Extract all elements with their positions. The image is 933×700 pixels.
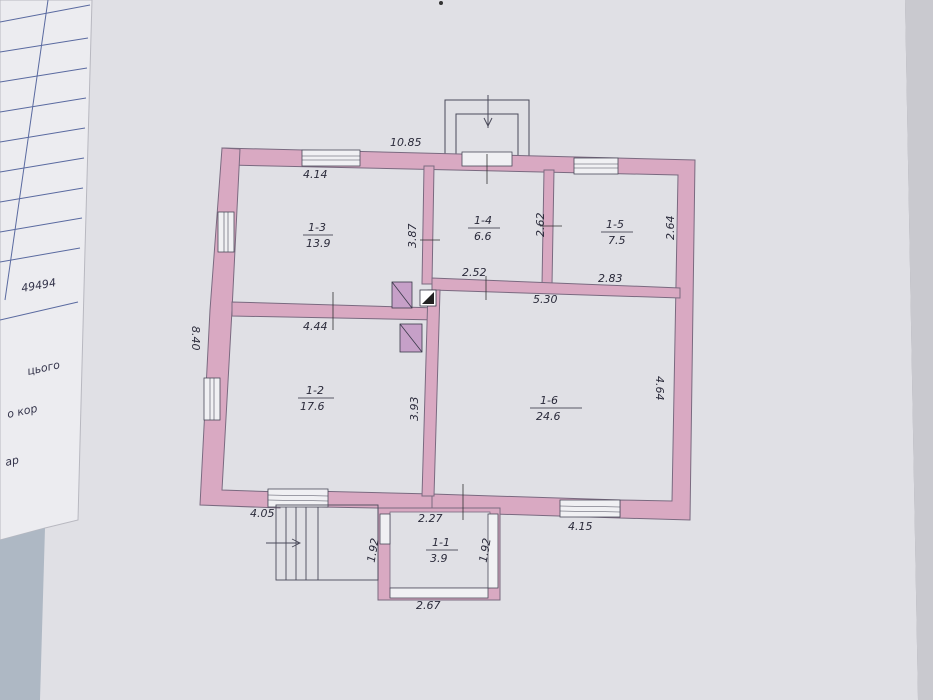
dim-bottom-right: 4.15 <box>568 520 593 533</box>
side-page-text-2: о кор <box>6 402 39 421</box>
room-1-1-area: 3.9 <box>430 552 448 565</box>
window-top-1-5 <box>573 157 619 175</box>
room-1-3-area: 13.9 <box>306 237 331 250</box>
room-1-2: 1-2 17.6 <box>298 384 334 413</box>
room-1-5: 1-5 7.5 <box>601 218 633 247</box>
dim-room-1-3-height: 3.87 <box>406 224 419 249</box>
side-page-grid <box>0 0 91 321</box>
porch-window <box>389 587 489 599</box>
side-page-number: 49494 <box>20 276 57 295</box>
dim-porch-right: 1.92 <box>477 537 494 563</box>
room-1-2-id: 1-2 <box>306 384 324 397</box>
dim-room-1-5-height: 2.64 <box>664 216 677 241</box>
room-1-6-area: 24.6 <box>536 410 561 423</box>
steps-arrow-head <box>291 538 302 548</box>
room-1-3-id: 1-3 <box>308 221 326 234</box>
dim-room-1-5-width: 2.83 <box>598 272 623 285</box>
dim-bottom-left: 4.05 <box>250 507 275 520</box>
porch-side-window <box>487 513 499 589</box>
window-mullions <box>209 155 621 513</box>
room-1-2-area: 17.6 <box>300 400 325 413</box>
wall-1-3-1-4 <box>421 165 435 285</box>
window-left-1-3 <box>217 211 235 253</box>
room-1-1-id: 1-1 <box>432 536 450 549</box>
side-page: 49494 цього о кор ар <box>0 0 93 700</box>
entry-steps <box>266 504 379 581</box>
porch-door <box>379 513 391 545</box>
sheet-mark <box>439 1 443 5</box>
window-top-1-3 <box>301 149 361 167</box>
window-bottom-1-6 <box>559 499 621 518</box>
dim-room-1-2-height: 3.93 <box>408 397 421 422</box>
dim-room-1-4-width: 2.52 <box>462 266 487 279</box>
dim-room-1-6-height: 4.64 <box>653 376 666 401</box>
room-1-1: 1-1 3.9 <box>426 536 458 565</box>
dimension-labels: 10.85 4.14 3.87 2.62 2.64 2.52 2.83 5.30… <box>189 136 677 612</box>
windows <box>203 149 621 518</box>
room-1-5-area: 7.5 <box>608 234 626 247</box>
dim-left-height: 8.40 <box>189 326 202 351</box>
entry-arrow-head <box>483 117 493 128</box>
window-left-1-2 <box>203 377 221 421</box>
sheet-edge <box>905 0 933 700</box>
window-bottom-1-2 <box>267 488 329 508</box>
side-page-shadow <box>0 528 45 700</box>
room-1-4-id: 1-4 <box>474 214 492 227</box>
dim-room-1-6-width: 5.30 <box>533 293 558 306</box>
side-page-sheet <box>0 0 93 541</box>
side-page-text-3: ар <box>4 453 20 469</box>
dim-room-1-3-width: 4.14 <box>303 168 328 181</box>
room-labels: 1-3 13.9 1-4 6.6 1-5 7.5 1-2 17.6 1-6 24… <box>298 214 633 565</box>
dim-porch-width: 2.67 <box>416 599 441 612</box>
dim-room-1-4-height: 2.62 <box>534 213 547 238</box>
dim-room-1-2-width: 4.44 <box>303 320 328 333</box>
room-1-4: 1-4 6.6 <box>468 214 500 243</box>
room-1-4-area: 6.6 <box>474 230 492 243</box>
dim-porch-top: 2.27 <box>418 512 443 525</box>
room-1-6: 1-6 24.6 <box>530 394 582 423</box>
room-1-3: 1-3 13.9 <box>303 221 333 250</box>
steps-outline <box>275 504 379 581</box>
room-1-6-id: 1-6 <box>540 394 558 407</box>
plan-sheet <box>30 0 918 700</box>
wall-top-of-1-6 <box>431 277 681 299</box>
chimney-mark <box>422 292 434 304</box>
dim-porch-left: 1.92 <box>365 537 382 563</box>
dim-overall-width: 10.85 <box>390 136 422 149</box>
room-1-5-id: 1-5 <box>606 218 624 231</box>
stoves <box>391 281 437 353</box>
bottom-porch <box>377 484 501 601</box>
door-marks <box>332 154 562 330</box>
